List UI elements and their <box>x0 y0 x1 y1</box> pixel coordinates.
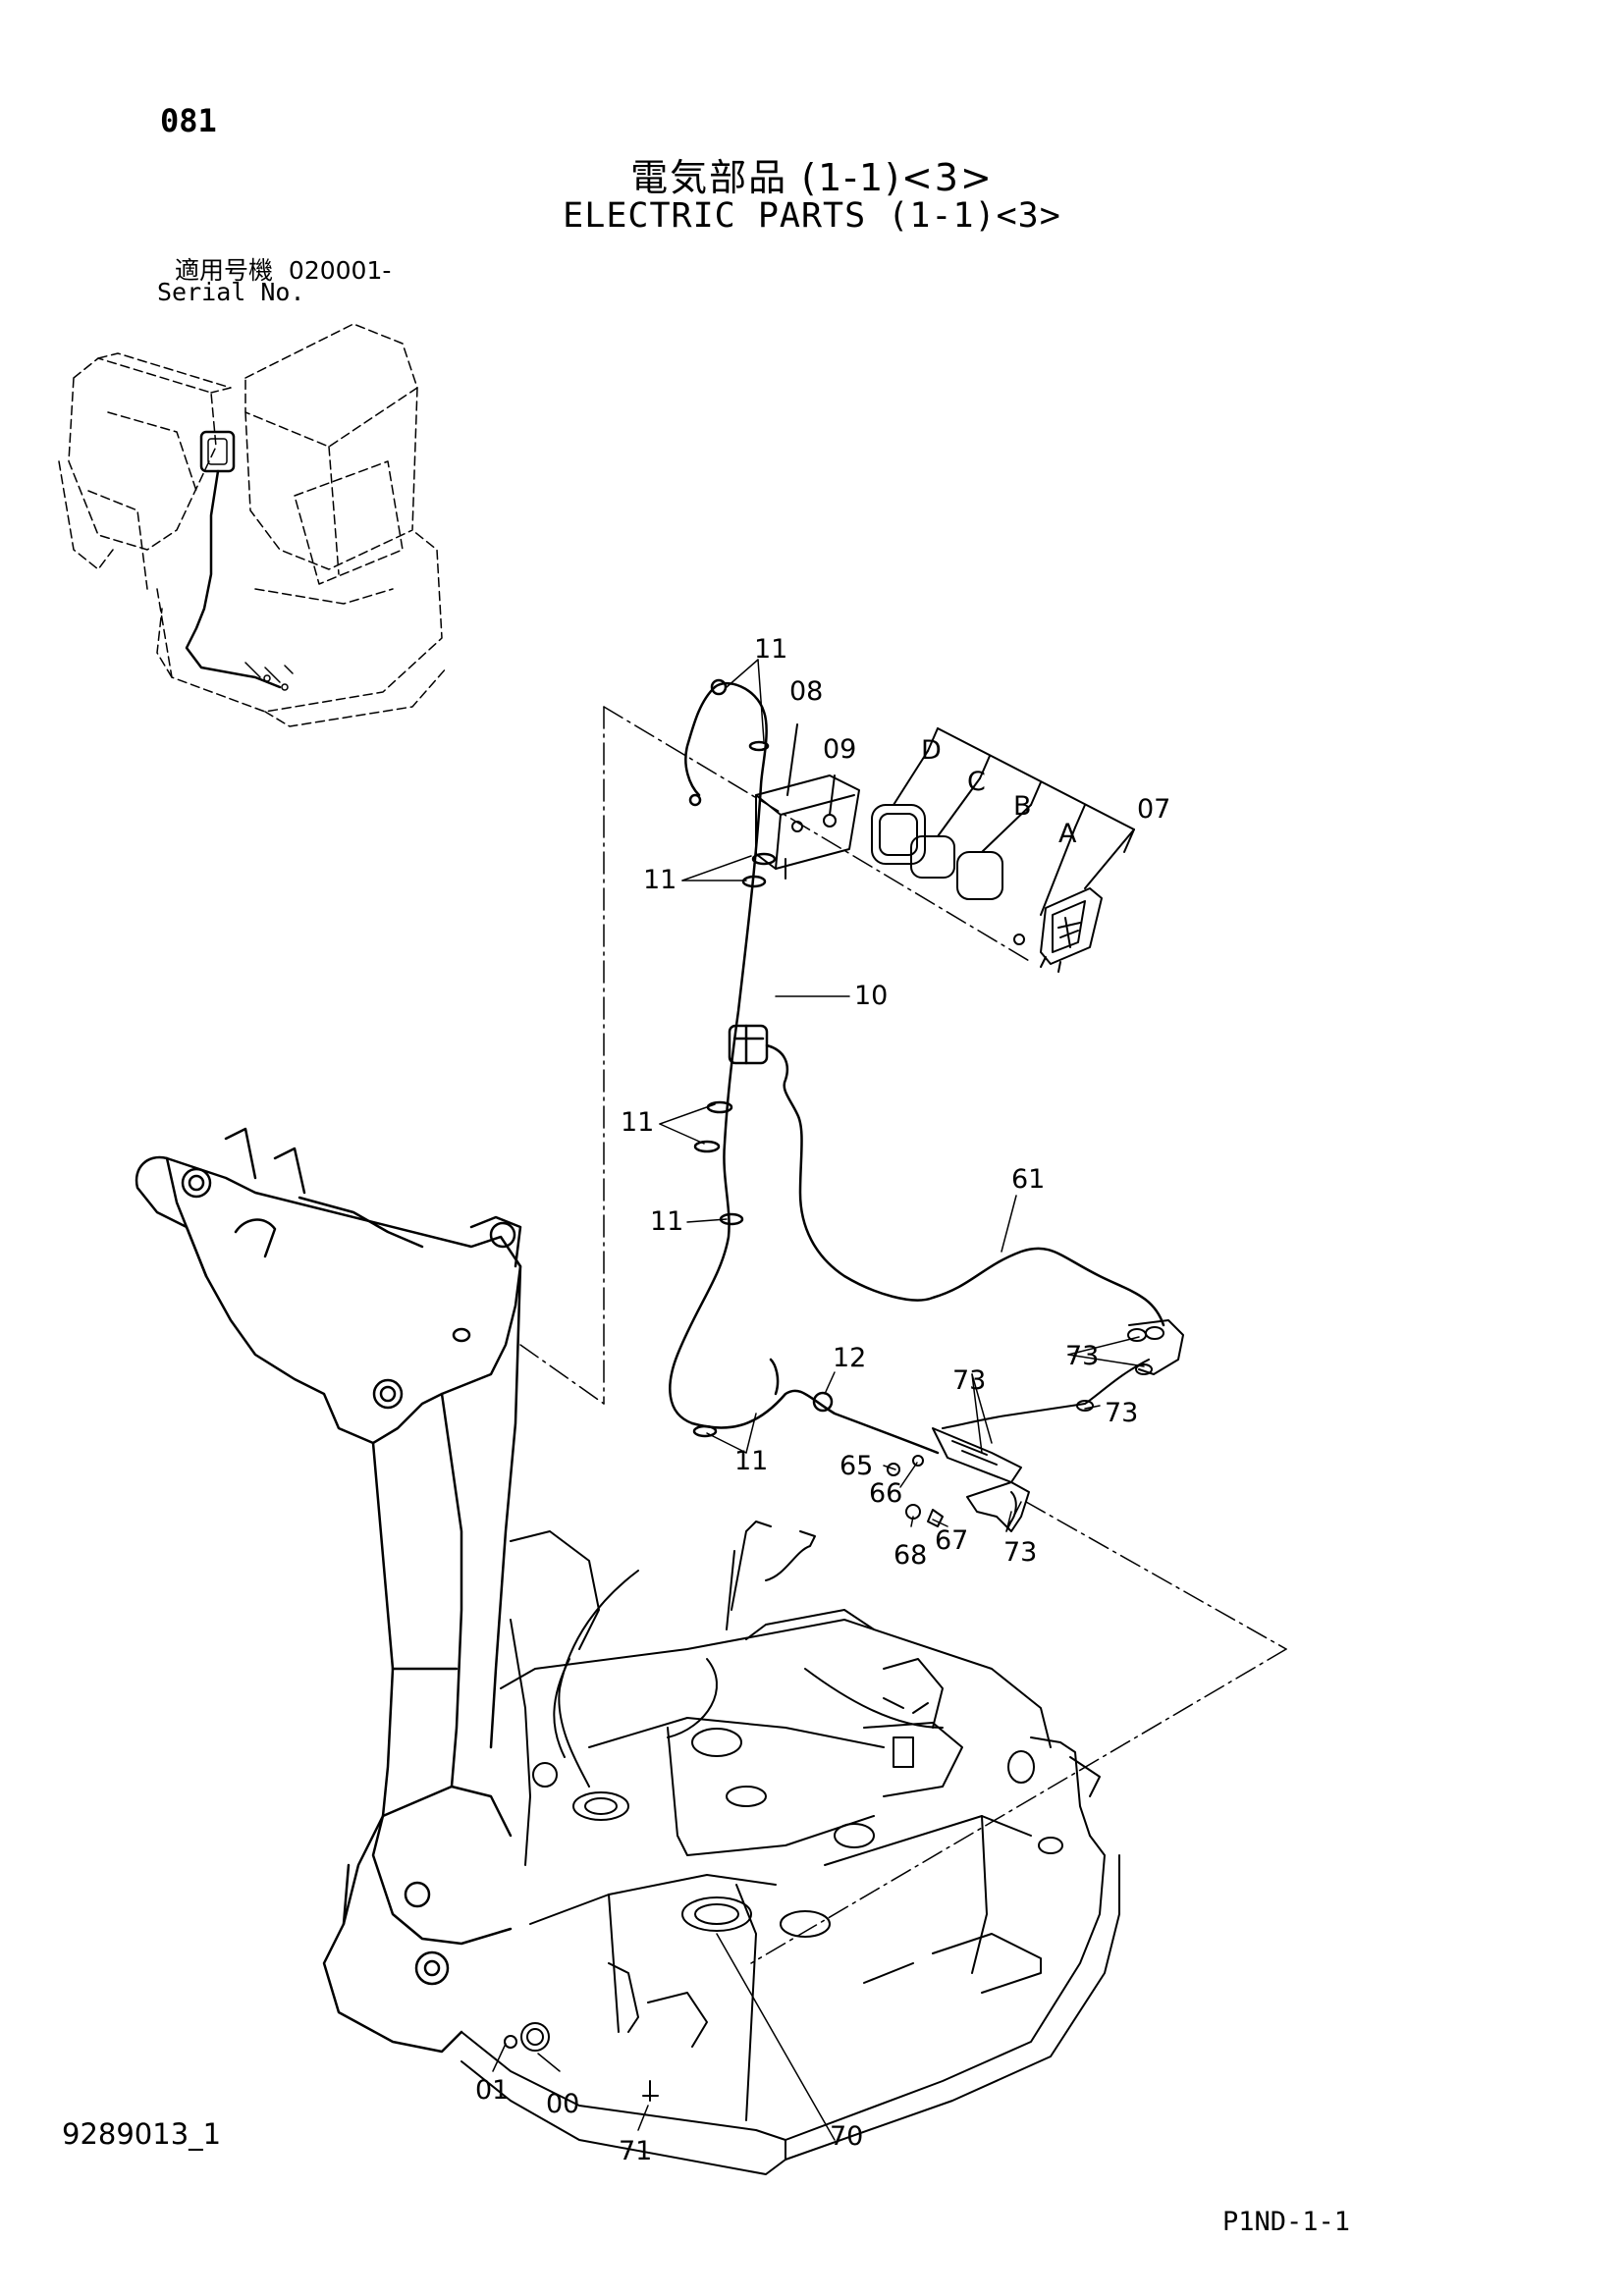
part-label-11: 11 <box>734 1446 768 1476</box>
part-label-08: 08 <box>789 676 823 707</box>
part-label-12: 12 <box>833 1343 866 1373</box>
part-label-11: 11 <box>754 634 787 665</box>
part-label-B: B <box>1013 791 1032 822</box>
part-label-07: 07 <box>1137 794 1170 825</box>
part-label-D: D <box>921 735 942 766</box>
page-title-japanese: 電気部品 (1-1)<3> <box>630 156 994 199</box>
part-label-C: C <box>967 767 986 797</box>
part-label-01: 01 <box>475 2075 509 2106</box>
part-label-09: 09 <box>823 734 856 765</box>
part-label-73: 73 <box>952 1365 986 1396</box>
part-label-71: 71 <box>619 2136 652 2166</box>
part-label-A: A <box>1058 819 1077 849</box>
part-label-11: 11 <box>621 1107 654 1138</box>
part-label-68: 68 <box>893 1540 927 1571</box>
harness-10 <box>669 678 1165 1455</box>
overview-thumbnail <box>58 323 448 727</box>
serial-range-value: 020001- <box>288 256 392 285</box>
part-label-10: 10 <box>854 981 888 1011</box>
part-label-66: 66 <box>869 1478 902 1509</box>
part-label-73: 73 <box>1003 1537 1037 1568</box>
page-code: P1ND-1-1 <box>1222 2207 1351 2237</box>
leader-lines <box>492 659 1145 2141</box>
part-label-73: 73 <box>1105 1398 1138 1428</box>
part-label-65: 65 <box>839 1451 873 1481</box>
harness-61-connector <box>942 1319 1184 1429</box>
upper-frame <box>460 1521 1120 2175</box>
part-label-70: 70 <box>830 2121 863 2152</box>
serial-range: 適用号機 020001- <box>175 251 391 287</box>
serial-label-english: Serial No. <box>157 278 305 306</box>
part-label-00: 00 <box>546 2089 579 2119</box>
part-label-11: 11 <box>643 865 677 895</box>
page-number: 081 <box>160 102 217 139</box>
bracket-assembly <box>887 1427 1030 1532</box>
document-id: 9289013_1 <box>62 2117 222 2151</box>
work-lamp-assembly <box>755 723 1135 973</box>
part-label-67: 67 <box>935 1525 968 1556</box>
part-label-11: 11 <box>650 1206 683 1237</box>
part-label-73: 73 <box>1065 1341 1099 1371</box>
part-number-labels: 11 08 09 D C B A 07 11 10 11 11 61 73 12… <box>475 634 1170 2166</box>
excavator-boom <box>135 1127 522 2054</box>
page-title-english: ELECTRIC PARTS (1-1)<3> <box>563 196 1061 236</box>
part-label-61: 61 <box>1011 1164 1045 1195</box>
serial-label-japanese: 適用号機 <box>175 256 274 285</box>
